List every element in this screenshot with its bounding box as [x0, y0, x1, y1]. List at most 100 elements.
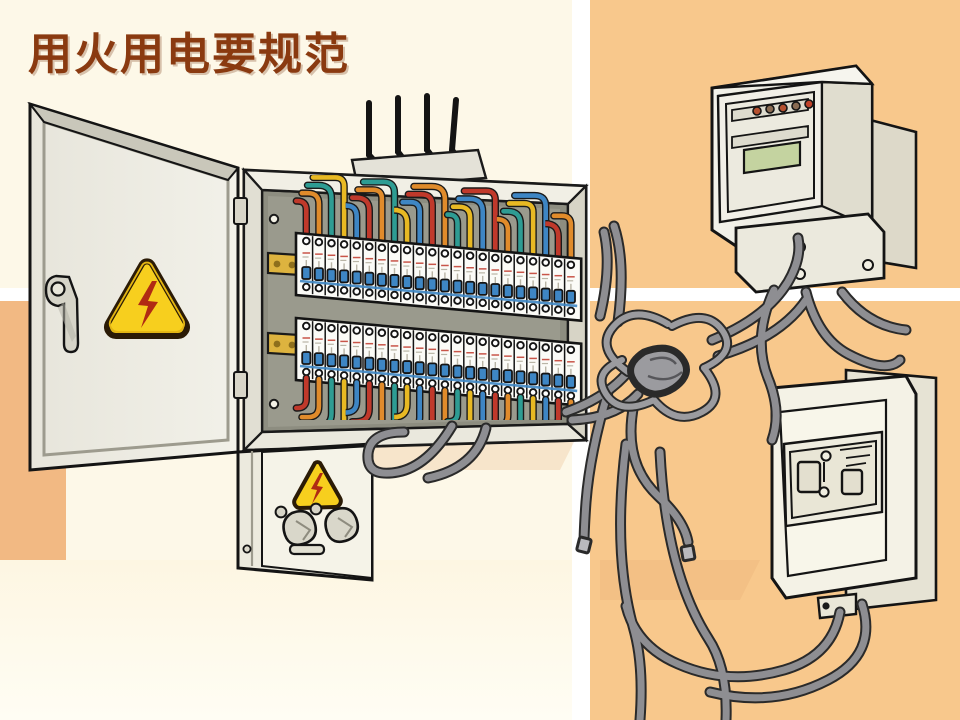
- breaker-toggle[interactable]: [427, 362, 438, 377]
- cable-core: [706, 600, 870, 702]
- breaker-terminal: [465, 251, 475, 260]
- breaker-toggle[interactable]: [414, 276, 425, 291]
- breaker-terminal: [541, 343, 550, 352]
- breaker-terminal: [390, 244, 399, 254]
- junction-box[interactable]: [770, 368, 938, 620]
- breaker-toggle[interactable]: [402, 275, 413, 289]
- breaker-toggle[interactable]: [313, 267, 324, 282]
- breaker-toggle[interactable]: [540, 372, 551, 387]
- breaker-toggle[interactable]: [490, 283, 501, 297]
- knob[interactable]: [324, 506, 360, 544]
- page-title: 用火用电要规范: [28, 29, 350, 80]
- wire: [294, 375, 309, 411]
- breaker-toggle[interactable]: [465, 280, 476, 295]
- cable-core: [610, 222, 625, 326]
- breaker-toggle[interactable]: [477, 281, 488, 296]
- breaker-toggle[interactable]: [490, 368, 501, 382]
- breaker-toggle[interactable]: [301, 351, 312, 365]
- breaker-toggle[interactable]: [502, 284, 513, 299]
- breaker-terminal: [478, 252, 487, 262]
- wire: [294, 198, 309, 238]
- cable-core: [656, 448, 730, 720]
- breaker-terminal: [453, 296, 462, 305]
- breaker-toggle[interactable]: [389, 359, 400, 373]
- cable-core: [622, 602, 844, 681]
- breaker-terminal: [339, 240, 349, 249]
- breaker-toggle[interactable]: [515, 285, 526, 300]
- breaker-toggle[interactable]: [389, 274, 400, 288]
- breaker-toggle[interactable]: [553, 288, 564, 303]
- breaker-toggle[interactable]: [351, 270, 362, 285]
- breaker-terminal: [415, 331, 424, 341]
- breaker-toggle[interactable]: [528, 371, 539, 386]
- breaker-terminal: [528, 257, 538, 266]
- breaker-toggle[interactable]: [351, 355, 362, 370]
- cabinet-door[interactable]: [27, 101, 248, 472]
- breaker-toggle[interactable]: [339, 269, 350, 284]
- wire-harness-bottom: [292, 374, 575, 420]
- screw-icon: [820, 450, 832, 462]
- breaker-terminal: [302, 236, 311, 246]
- breaker-toggle[interactable]: [313, 352, 324, 367]
- cable-core: [802, 288, 904, 370]
- breaker-toggle[interactable]: [502, 369, 513, 384]
- breaker-toggle[interactable]: [477, 366, 488, 381]
- breaker-terminal: [314, 283, 324, 293]
- breaker-toggle[interactable]: [439, 363, 450, 378]
- breaker-terminal: [402, 291, 412, 301]
- breaker-switch[interactable]: [840, 468, 864, 496]
- control-box[interactable]: [236, 442, 374, 582]
- breaker-terminal: [365, 327, 374, 336]
- wire: [355, 187, 385, 245]
- breaker-toggle[interactable]: [565, 289, 576, 304]
- breaker-terminal: [503, 254, 513, 264]
- breaker-toggle[interactable]: [364, 356, 375, 371]
- electric-meter[interactable]: [710, 64, 918, 294]
- breaker-terminal: [503, 339, 513, 349]
- cable-core: [424, 424, 490, 482]
- breaker-toggle[interactable]: [465, 365, 476, 380]
- breaker-toggle[interactable]: [326, 268, 337, 283]
- breaker-toggle[interactable]: [301, 266, 312, 280]
- breaker-toggle[interactable]: [528, 286, 539, 301]
- meter-slot: [731, 124, 809, 150]
- breaker-terminal: [440, 295, 450, 304]
- breaker-toggle[interactable]: [427, 277, 438, 292]
- breaker-toggle[interactable]: [402, 360, 413, 374]
- breaker-terminal: [339, 286, 349, 295]
- breaker-toggle[interactable]: [553, 373, 564, 388]
- slot-label: [288, 543, 326, 556]
- breaker-toggle[interactable]: [515, 370, 526, 385]
- breaker-terminal: [314, 322, 324, 332]
- breaker-terminal: [516, 256, 525, 265]
- breaker-toggle[interactable]: [565, 374, 576, 389]
- knob[interactable]: [282, 509, 318, 547]
- screw-icon: [268, 398, 280, 410]
- breaker-terminal: [453, 250, 462, 259]
- breaker-terminal: [478, 298, 487, 308]
- breaker-toggle[interactable]: [414, 361, 425, 376]
- breaker-bank[interactable]: [294, 231, 583, 408]
- breaker-terminal: [314, 237, 324, 247]
- breaker-terminal: [478, 337, 487, 347]
- wire: [310, 175, 347, 241]
- breaker-toggle[interactable]: [540, 287, 551, 302]
- breaker-toggle[interactable]: [439, 278, 450, 293]
- breaker-toggle[interactable]: [452, 279, 463, 294]
- wire: [445, 389, 460, 420]
- breaker-toggle[interactable]: [339, 354, 350, 369]
- door-handle[interactable]: [44, 274, 80, 354]
- wire: [504, 393, 511, 420]
- breaker-toggle[interactable]: [376, 357, 387, 372]
- breaker-toggle[interactable]: [364, 271, 375, 286]
- wire: [350, 195, 372, 243]
- meter-led-row: [752, 99, 814, 116]
- breaker-terminal: [327, 285, 336, 294]
- breaker-switch[interactable]: [796, 460, 822, 494]
- breaker-toggle[interactable]: [326, 353, 337, 368]
- meter-terminal-cover: [734, 212, 886, 294]
- wire: [361, 179, 397, 246]
- breaker-toggle[interactable]: [452, 364, 463, 379]
- breaker-toggle[interactable]: [376, 272, 387, 287]
